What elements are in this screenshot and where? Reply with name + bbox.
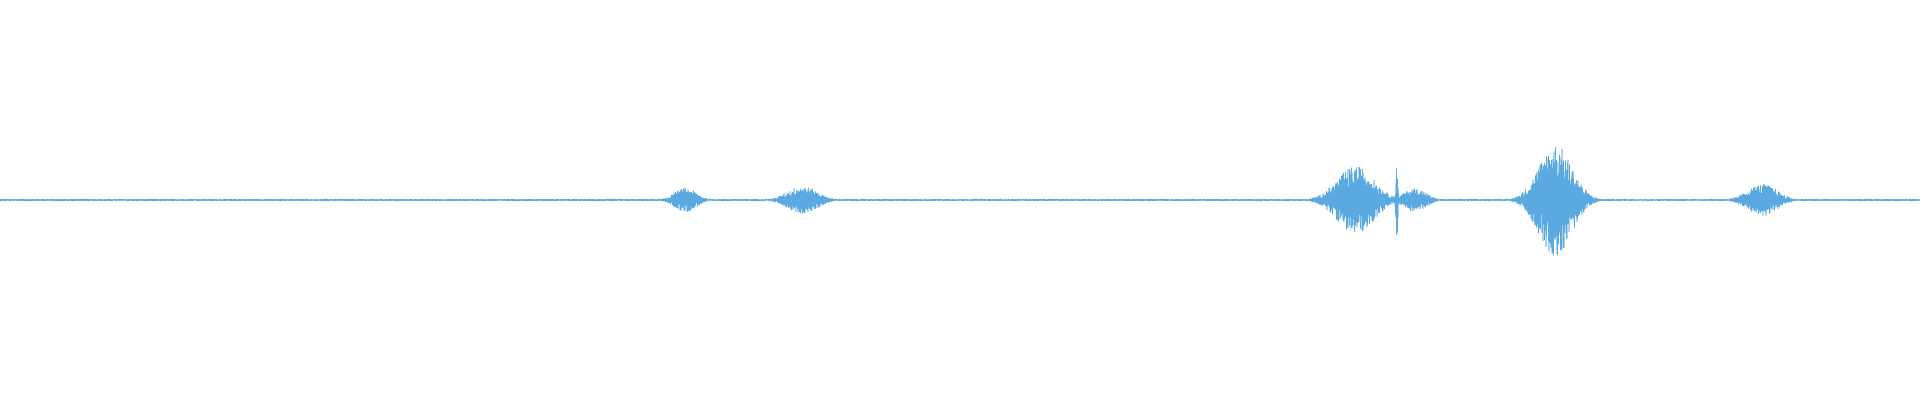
waveform-path bbox=[0, 147, 1920, 255]
